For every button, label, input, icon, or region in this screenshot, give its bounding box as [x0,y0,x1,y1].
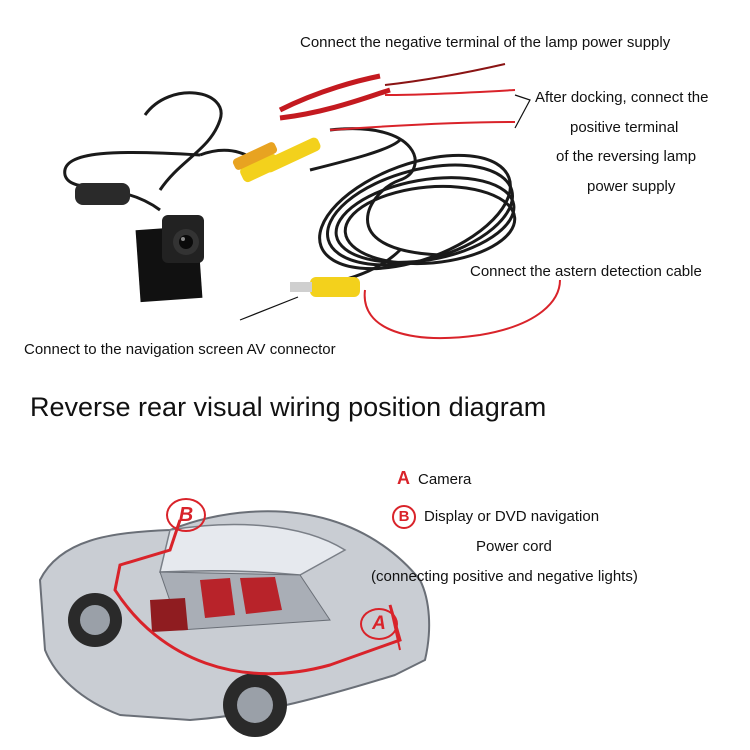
pointer-lines [239,94,531,321]
legend-a-text: Camera [418,471,472,488]
label-negative-terminal: Connect the negative terminal of the lam… [300,34,671,51]
label-nav-screen: Connect to the navigation screen AV conn… [24,341,336,358]
camera-wiring-illustration [63,63,561,339]
rca-plugs [232,137,360,297]
coiled-cable [318,127,517,287]
label-after-docking-line1: After docking, connect the [535,89,709,106]
legend-b-text: Display or DVD navigation [424,507,600,525]
diagram-title: Reverse rear visual wiring position diag… [30,392,547,422]
wheels [68,593,287,737]
label-astern-detection: Connect the astern detection cable [470,263,702,280]
legend-a-letter: A [397,468,410,488]
car-body [38,510,431,722]
label-after-docking-line4: power supply [587,178,676,195]
marker-b: B [166,498,206,532]
red-power-wires [278,63,561,339]
camera-unit [135,215,204,303]
legend-b-line3: (connecting positive and negative lights… [371,568,638,585]
marker-a: A [360,608,398,640]
legend-b-line2: Power cord [476,538,552,555]
legend-b-row: B Display or DVD navigation [392,505,599,529]
inline-connector [75,183,130,205]
car-cutaway-illustration [38,510,431,737]
label-after-docking-line3: of the reversing lamp [556,148,697,165]
wire-route [113,519,402,676]
label-after-docking-line2: positive terminal [570,119,679,136]
legend-b-letter: B [392,505,416,529]
legend-a-row: A Camera [397,468,471,489]
